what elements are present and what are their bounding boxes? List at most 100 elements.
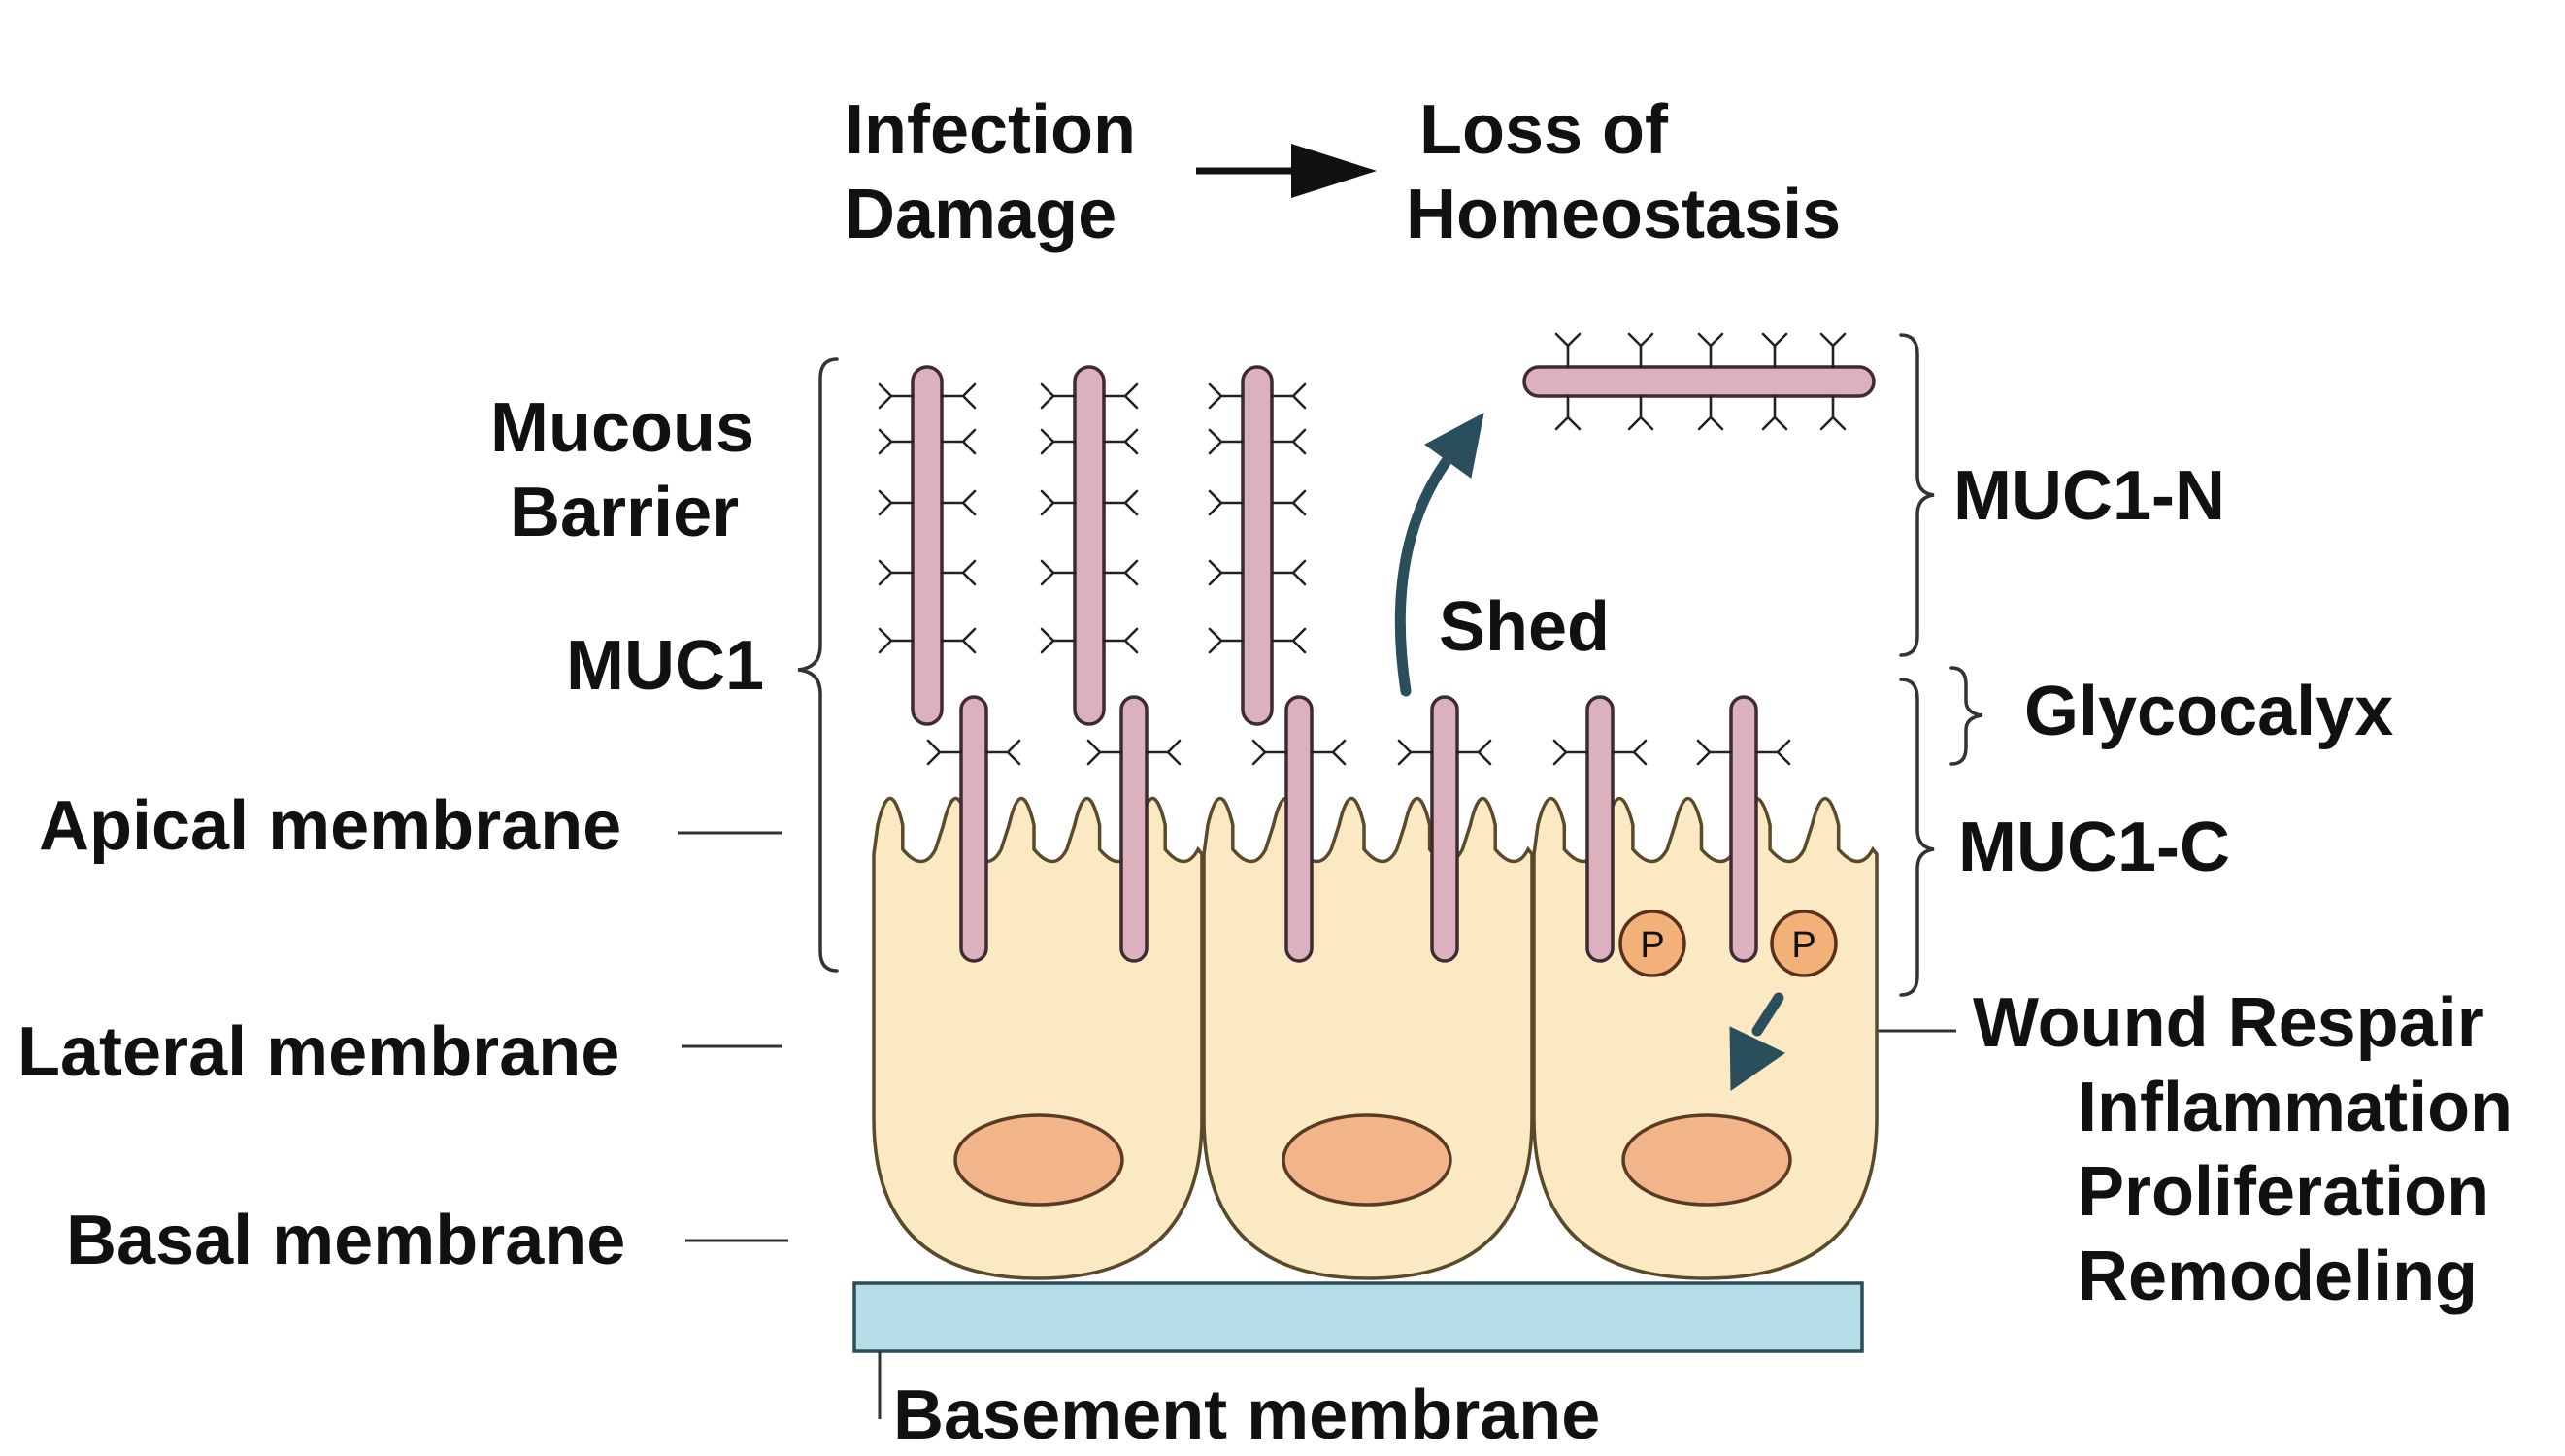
signal-arrow-icon (1729, 992, 1785, 1091)
glycan-chain (1040, 428, 1077, 455)
phospho-site-a: P (1618, 910, 1686, 977)
glycan-branch (1040, 627, 1077, 654)
muc1-brace (797, 357, 839, 973)
shed-arrow-icon (1394, 413, 1484, 697)
glycan-branch (1102, 559, 1139, 586)
glycan-chain (1397, 739, 1434, 766)
nucleus-3 (1621, 1113, 1792, 1207)
shed-muc1-n-rod (1522, 365, 1876, 398)
shed-glycan (1761, 332, 1788, 431)
phospho-site-b: P (1770, 910, 1838, 977)
glycan-chain (878, 489, 915, 516)
muc1-c-rod-1 (926, 695, 1021, 963)
nucleus-2 (1282, 1113, 1452, 1207)
glycan-branch (1761, 332, 1788, 369)
glycan-chain (1040, 559, 1077, 586)
glycan-branch (1761, 394, 1788, 431)
glycan-branch (1270, 559, 1307, 586)
remodeling-label: Remodeling (2078, 1238, 2478, 1315)
glycan-chain (1102, 382, 1139, 410)
glycan-chain (1270, 559, 1307, 586)
glycan-branch (1270, 489, 1307, 516)
glycan-chain (1145, 739, 1182, 766)
mucous-barrier-label-line1: Mucous (490, 389, 754, 467)
muc1-c-rod-6 (1696, 695, 1791, 963)
glycan-branch (1627, 332, 1654, 369)
muc1-label: MUC1 (566, 627, 764, 705)
effect-label-line1: Loss of (1419, 91, 1669, 169)
glycan-branch (1270, 382, 1307, 410)
effect-label-line2: Homeostasis (1406, 176, 1841, 253)
glycan-branch (1102, 627, 1139, 654)
glycan-branch (1208, 627, 1245, 654)
glycan-branch (1819, 332, 1847, 369)
glycan-chain (1102, 559, 1139, 586)
glycan-chain (940, 428, 977, 455)
glycan-branch (1040, 489, 1077, 516)
mucous-barrier-label-line2: Barrier (510, 474, 739, 551)
basal-membrane-label: Basal membrane (66, 1202, 625, 1279)
glycan-chain (1102, 428, 1139, 455)
epithelial-cells (872, 796, 1879, 1280)
glycan-chain (1208, 559, 1245, 586)
glycan-branch (1754, 739, 1791, 766)
muc1-transmembrane-domain (1284, 695, 1314, 963)
muc1-transmembrane-domain (1430, 695, 1459, 963)
glycan-chain (878, 559, 915, 586)
muc1-n-rod-1 (878, 365, 977, 726)
glycan-chain (1611, 739, 1648, 766)
glycan-branch (1696, 739, 1733, 766)
glycan-branch (878, 489, 915, 516)
glycan-branch (1040, 428, 1077, 455)
glycocalyx-label: Glycocalyx (2024, 673, 2393, 750)
glycan-branch (926, 739, 963, 766)
glycan-branch (1270, 428, 1307, 455)
glycan-branch (940, 428, 977, 455)
shed-muc1-n (1522, 332, 1876, 431)
glycan-branch (1310, 739, 1347, 766)
shed-glycan (1697, 332, 1724, 431)
epithelial-cell-3 (1532, 796, 1879, 1280)
glycan-chain (1270, 382, 1307, 410)
glycan-branch (1554, 394, 1582, 431)
glycan-chain (878, 382, 915, 410)
glycan-branch (1208, 428, 1245, 455)
basement-membrane-bar (852, 1281, 1864, 1353)
glycan-branch (984, 739, 1021, 766)
glycan-chain (1310, 739, 1347, 766)
muc1-c-rod-4 (1397, 695, 1492, 963)
header: Infection Damage Loss of Homeostasis (845, 91, 1841, 253)
phospho-a-label: P (1640, 925, 1664, 966)
muc1-c-brace (1899, 678, 1935, 997)
glycan-chain (878, 627, 915, 654)
muc1-mucins (878, 365, 1791, 963)
glycan-branch (1251, 739, 1288, 766)
glycan-branch (1627, 394, 1654, 431)
epithelial-cell-2 (1202, 796, 1534, 1280)
glycan-chain (984, 739, 1021, 766)
glycan-chain (1251, 739, 1288, 766)
glycan-chain (1270, 489, 1307, 516)
glycan-branch (1819, 394, 1847, 431)
basement-membrane: Basement membrane (852, 1281, 1864, 1454)
muc1-transmembrane-domain (959, 695, 988, 963)
glycan-chain (940, 382, 977, 410)
glycan-branch (1086, 739, 1123, 766)
glycan-chain (1696, 739, 1733, 766)
glycan-branch (1697, 394, 1724, 431)
muc1-c-rod-2 (1086, 695, 1182, 963)
glycan-chain (1552, 739, 1589, 766)
muc1-n-rod-2 (1040, 365, 1139, 726)
glycan-chain (940, 627, 977, 654)
glycan-chain (940, 489, 977, 516)
glycan-chain (1086, 739, 1123, 766)
glycan-chain (878, 428, 915, 455)
glycan-chain (1040, 382, 1077, 410)
glycan-branch (878, 428, 915, 455)
header-arrow-icon (1196, 144, 1377, 198)
lateral-membrane-label: Lateral membrane (17, 1013, 619, 1091)
glycan-chain (1270, 627, 1307, 654)
glycan-branch (940, 489, 977, 516)
glycan-branch (1208, 382, 1245, 410)
